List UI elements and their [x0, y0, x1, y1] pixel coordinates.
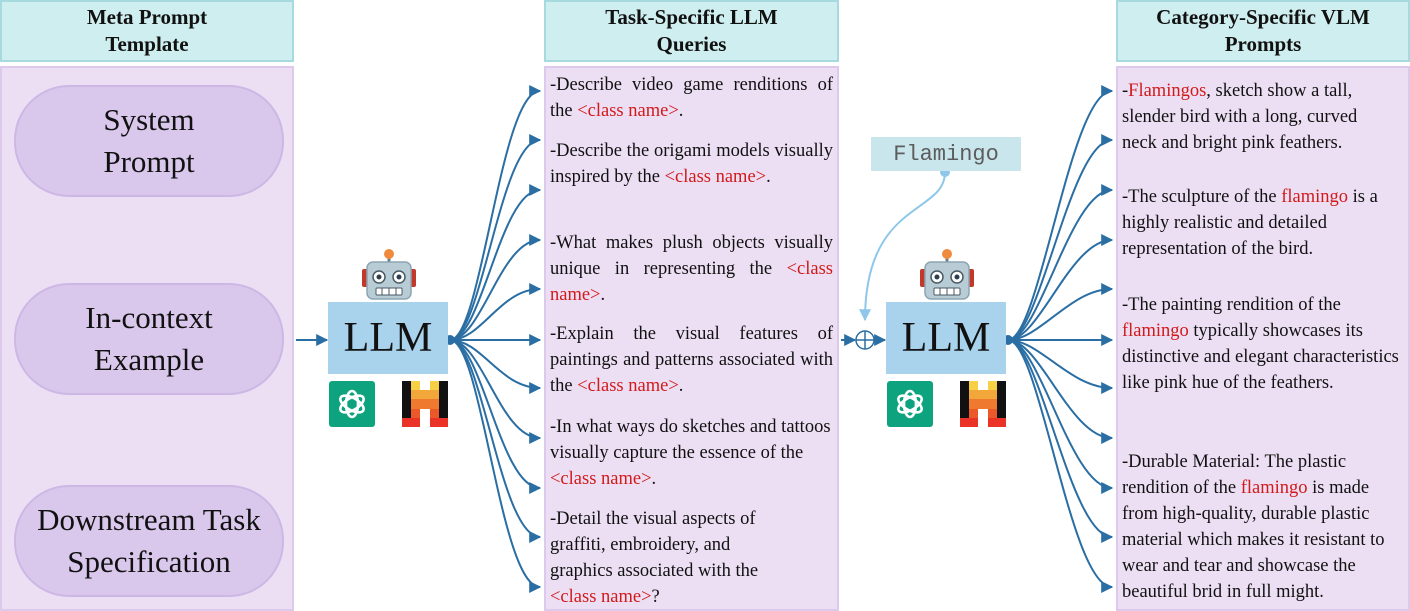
llm-box-2: LLM [886, 302, 1006, 374]
query-text: -Describe video game renditions of the [550, 75, 833, 121]
fan-arrow [1007, 339, 1114, 494]
pill-downstream-task: Downstream Task Specification [14, 485, 284, 597]
query-punct: . [678, 101, 684, 121]
queries-list: -Describe video game renditions of the <… [544, 66, 839, 611]
fan-arrow [449, 283, 542, 341]
query-punct: . [678, 376, 684, 396]
fan-arrow [449, 339, 542, 394]
openai-logo-icon [329, 381, 375, 427]
fan-arrow [449, 339, 542, 444]
vlm-text: typically showcases its distinctive and … [1122, 321, 1399, 393]
fan-arrow [1007, 339, 1114, 543]
flamingo-tag: Flamingo [871, 137, 1021, 171]
queries-panel [544, 66, 839, 611]
class-token: <class name> [550, 469, 652, 489]
vlm-flamingo: flamingo [1122, 321, 1189, 341]
query-item: -What makes plush objects visually uniqu… [550, 230, 833, 308]
class-token: <class name> [577, 101, 679, 121]
vlm-text: is made from high-quality, durable plast… [1122, 478, 1385, 602]
fan-arrow [449, 234, 542, 341]
query-text: -Explain the visual features of painting… [550, 324, 833, 396]
oplus-icon [855, 330, 875, 350]
fan-arrow [1007, 339, 1114, 394]
robot-icon [362, 249, 416, 300]
pill-system-prompt: System Prompt [14, 85, 284, 197]
fan-arrow [449, 339, 542, 494]
fan-arrow [1007, 283, 1114, 341]
query-punct: ? [651, 587, 660, 607]
class-token: <class name> [577, 376, 679, 396]
vlm-text: , sketch show a tall, slender bird with … [1122, 81, 1358, 153]
llm-box-1: LLM [328, 302, 448, 374]
query-text: -In what ways do sketches and tattoos vi… [550, 417, 831, 463]
fan-arrow [449, 184, 542, 341]
query-item: -Describe video game renditions of the <… [550, 72, 833, 124]
header-meta-prompt: Meta Prompt Template [0, 0, 294, 62]
query-item: -Detail the visual aspects of graffiti, … [550, 506, 789, 610]
fan-arrow [1007, 234, 1114, 341]
vlm-prompts-list: -Flamingos, sketch show a tall, slender … [1116, 66, 1410, 611]
fan-arrow [1007, 184, 1114, 341]
fan-arrow [1007, 85, 1114, 341]
vlm-text: - [1122, 81, 1129, 101]
query-text: -What makes plush objects visually uniqu… [550, 233, 833, 279]
fan-arrow [449, 85, 542, 341]
query-punct: . [766, 167, 771, 187]
fan-arrow [1007, 134, 1114, 341]
mistral-logo-icon [960, 381, 1006, 427]
fan-arrow [1007, 339, 1114, 593]
fan-arrow [449, 339, 542, 593]
query-item: -Describe the origami models visually in… [550, 138, 833, 190]
vlm-prompt-item: -Flamingos, sketch show a tall, slender … [1122, 78, 1392, 156]
class-token: <class name> [664, 167, 767, 187]
mistral-logo-icon [402, 381, 448, 427]
openai-logo-icon [887, 381, 933, 427]
header-task-queries: Task-Specific LLM Queries [544, 0, 839, 62]
pill-downstream-task-text: Downstream Task Specification [37, 502, 261, 579]
pill-system-prompt-text: System Prompt [103, 102, 195, 179]
arrow-flamingo-to-oplus [859, 171, 946, 322]
vlm-prompt-item: -The painting rendition of the flamingo … [1122, 292, 1404, 396]
pill-in-context-example: In-context Example [14, 283, 284, 395]
vlm-prompt-item: -The sculpture of the flamingo is a high… [1122, 184, 1404, 262]
header-vlm-prompts-text: Category-Specific VLM Prompts [1156, 5, 1370, 56]
vlm-flamingo: flamingo [1240, 478, 1308, 498]
vlm-prompt-item: -Durable Material: The plastic rendition… [1122, 449, 1404, 605]
llm2-prompt-fan [1007, 85, 1114, 593]
query-text: -Detail the visual aspects of graffiti, … [550, 509, 759, 581]
vlm-flamingo: Flamingos [1128, 81, 1207, 101]
vlm-text: -The sculpture of the [1122, 187, 1282, 207]
robot-icon [920, 249, 974, 300]
vlm-text: -The painting rendition of the [1122, 295, 1341, 315]
class-token: <class name> [550, 587, 652, 607]
vlm-flamingo: flamingo [1281, 187, 1349, 207]
vlm-text: is a highly realistic and detailed repre… [1122, 187, 1378, 259]
header-task-queries-text: Task-Specific LLM Queries [605, 5, 778, 56]
vlm-text: -Durable Material: The plastic rendition… [1122, 452, 1347, 498]
flamingo-tag-text: Flamingo [893, 141, 999, 167]
class-token: <class name> [550, 259, 833, 305]
llm-label: LLM [901, 315, 991, 361]
fan-arrow [1007, 339, 1114, 444]
pill-in-context-example-text: In-context Example [85, 300, 213, 377]
llm-label: LLM [343, 315, 433, 361]
header-vlm-prompts: Category-Specific VLM Prompts [1116, 0, 1410, 62]
query-text: -Describe the origami models visually in… [550, 141, 833, 187]
fan-arrow [449, 134, 542, 341]
fan-arrow [449, 339, 542, 543]
query-punct: . [651, 469, 657, 489]
query-punct: . [600, 285, 606, 305]
query-item: -Explain the visual features of painting… [550, 321, 833, 399]
llm-query-fan [449, 85, 542, 593]
header-meta-prompt-text: Meta Prompt Template [86, 5, 208, 56]
vlm-panel [1116, 66, 1410, 611]
query-item: -In what ways do sketches and tattoos vi… [550, 414, 833, 492]
